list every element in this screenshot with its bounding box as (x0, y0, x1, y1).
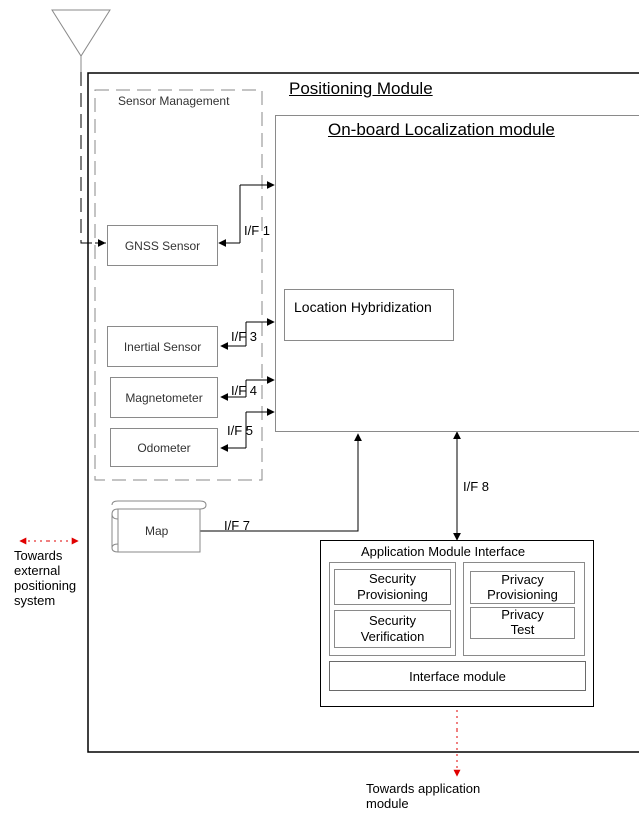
sensor-management-title: Sensor Management (118, 94, 230, 108)
map-label: Map (145, 524, 169, 538)
application-module-interface-title: Application Module Interface (361, 544, 526, 559)
if5-label: I/F 5 (227, 423, 254, 438)
towards-external-line1: Towards (14, 548, 63, 563)
security-verification-box: Security Verification (334, 610, 451, 648)
privacy-test-line2: Test (510, 622, 535, 637)
towards-application-line2: module (366, 795, 409, 811)
magnetometer-label: Magnetometer (125, 390, 203, 405)
odometer-label: Odometer (137, 440, 191, 455)
positioning-module-title: Positioning Module (289, 79, 433, 98)
if4-label: I/F 4 (231, 383, 258, 398)
interface-module-box: Interface module (329, 661, 586, 691)
magnetometer-box: Magnetometer (110, 377, 218, 418)
if4-connector (220, 376, 275, 401)
gnss-sensor-label: GNSS Sensor (124, 238, 201, 253)
if8-label: I/F 8 (463, 479, 490, 494)
privacy-provisioning-line2: Provisioning (487, 586, 558, 602)
privacy-test-line1: Privacy (501, 607, 544, 623)
if7-label: I/F 7 (224, 518, 251, 533)
security-provisioning-line2: Provisioning (357, 587, 428, 602)
sensor-management-frame (94, 89, 263, 481)
antenna-feed-line (80, 72, 106, 244)
towards-external-label: Towards external positioning system (14, 548, 77, 609)
location-hybridization-box (284, 289, 454, 341)
towards-external-line3: positioning (14, 577, 77, 593)
interface-module-label: Interface module (409, 668, 506, 684)
if5-connector (220, 408, 275, 452)
antenna-icon (51, 9, 111, 72)
towards-application-label: Towards application module (366, 781, 481, 812)
positioning-module-frame (87, 72, 639, 753)
if3-connector (220, 318, 275, 350)
inertial-sensor-box: Inertial Sensor (107, 326, 218, 367)
gnss-sensor-box: GNSS Sensor (107, 225, 218, 266)
if1-label: I/F 1 (244, 223, 271, 238)
security-provisioning-line1: Security (369, 571, 416, 587)
onboard-localization-title: On-board Localization module (328, 120, 555, 139)
security-provisioning-box: Security Provisioning (334, 569, 451, 605)
if7-connector (200, 433, 362, 532)
location-hybridization-label: Location Hybridization (294, 299, 432, 315)
onboard-localization-module (275, 115, 639, 432)
privacy-provisioning-box: Privacy Provisioning (470, 571, 575, 604)
towards-external-line4: system (14, 592, 56, 608)
towards-application-line1: Towards application (366, 781, 481, 796)
privacy-test-box: Privacy Test (470, 607, 575, 639)
towards-external-line2: external (14, 562, 61, 578)
if3-label: I/F 3 (231, 329, 258, 344)
privacy-provisioning-line1: Privacy (501, 571, 544, 587)
odometer-box: Odometer (110, 428, 218, 467)
map-scroll-icon (111, 500, 207, 553)
if1-connector (218, 181, 275, 247)
inertial-sensor-label: Inertial Sensor (123, 339, 202, 354)
security-verification-line2: Verification (360, 629, 425, 644)
security-verification-line1: Security (369, 613, 416, 629)
